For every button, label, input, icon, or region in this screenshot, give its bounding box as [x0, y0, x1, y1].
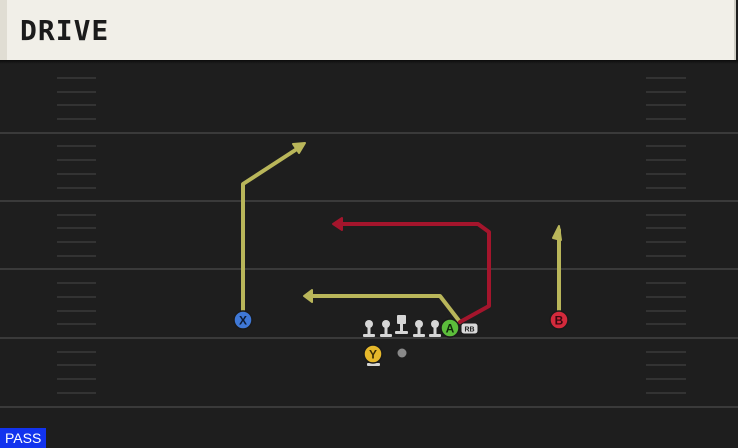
rb-button-label: RB	[464, 327, 474, 334]
field-top-shadow	[0, 60, 738, 64]
x-button-icon: X	[233, 310, 253, 330]
b-button-icon: B	[549, 310, 569, 330]
route-a-red	[340, 222, 491, 324]
b-button-label: B	[555, 314, 564, 328]
yard-lines	[0, 132, 738, 408]
play-type-badge: PASS	[0, 428, 47, 448]
center-icon	[395, 315, 408, 334]
y-button-icon: Y	[363, 344, 383, 364]
hash-marks-left	[57, 77, 96, 394]
play-title: DRIVE	[20, 14, 110, 47]
route-a-red-arrowhead	[332, 217, 343, 231]
a-button-label: A	[446, 322, 455, 336]
y-button-label: Y	[369, 348, 377, 362]
play-header: DRIVE	[0, 0, 736, 60]
rb-button-icon: RB	[460, 322, 479, 335]
lineman-icon	[413, 320, 425, 337]
route-a-yellow	[310, 294, 462, 324]
route-x	[241, 145, 302, 320]
a-button-icon: A	[440, 318, 460, 338]
y-player-stand	[367, 363, 380, 366]
hash-marks-right	[646, 77, 686, 394]
route-b-arrowhead	[552, 225, 562, 241]
header-accent	[0, 0, 7, 60]
routes	[241, 142, 562, 324]
route-x-arrowhead	[292, 142, 306, 154]
lineman-icon	[380, 320, 392, 337]
offensive-line	[363, 315, 441, 337]
football-field	[0, 60, 738, 448]
route-a-yellow-arrowhead	[303, 289, 313, 303]
lineman-icon	[363, 320, 375, 337]
quarterback-dot	[397, 348, 407, 358]
x-button-label: X	[239, 314, 247, 328]
lineman-icon	[429, 320, 441, 337]
